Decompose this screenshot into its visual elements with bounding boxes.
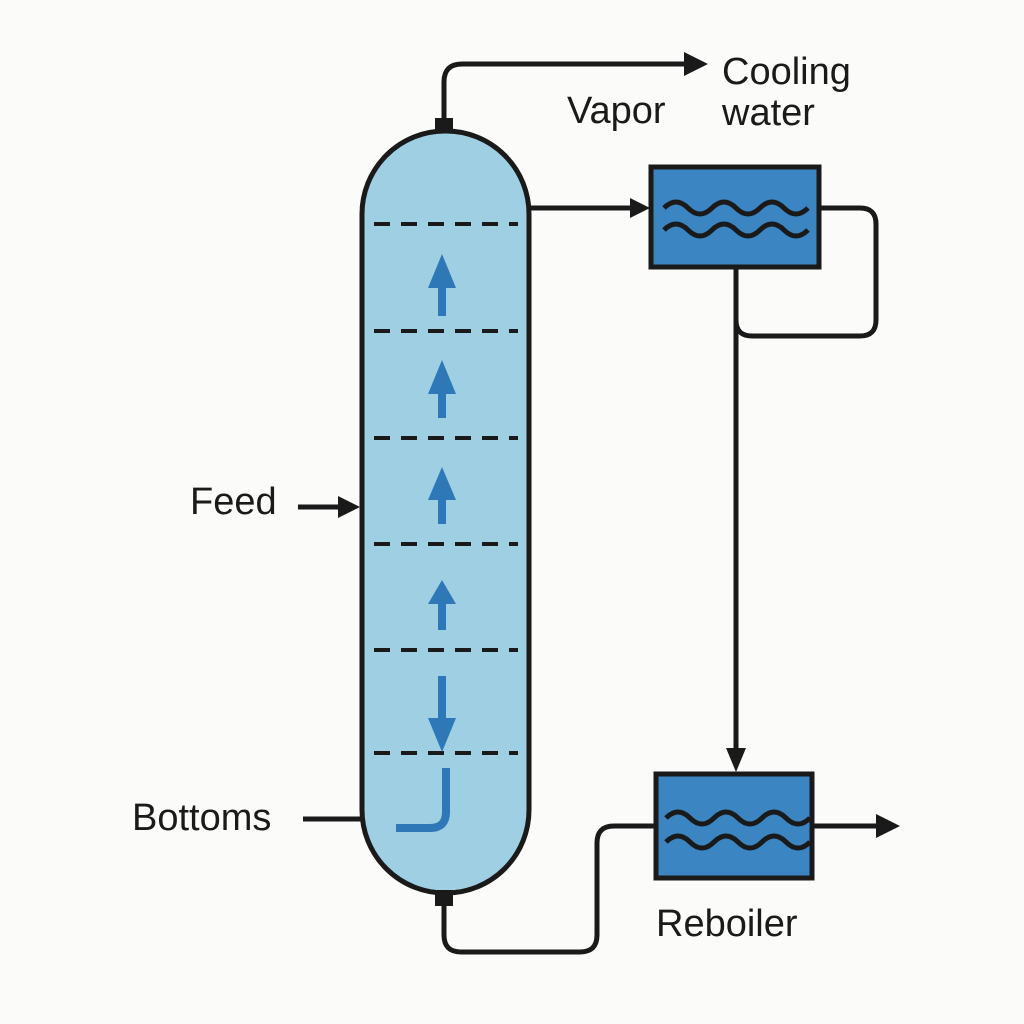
vapor-outlet-line — [441, 61, 686, 122]
vapor-outlet-arrowhead — [684, 52, 708, 76]
vapor-label: Vapor — [567, 90, 666, 132]
wave-icon — [662, 199, 810, 239]
reboiler-label: Reboiler — [656, 903, 798, 945]
reboiler-outlet-arrowhead — [876, 814, 900, 838]
arrow-up-icon — [428, 580, 456, 630]
reboiler — [653, 771, 815, 881]
arrow-up-icon — [428, 360, 456, 418]
bottom-draw-pipe — [396, 768, 450, 832]
condensate-arrowhead — [726, 748, 746, 772]
arrow-down-icon — [428, 676, 456, 752]
cooling-water-loop — [733, 205, 879, 339]
condenser — [648, 164, 822, 270]
trays — [374, 222, 518, 755]
arrow-up-icon — [428, 467, 456, 524]
feed-label: Feed — [190, 481, 277, 523]
arrow-up-icon — [428, 254, 456, 316]
wave-icon — [664, 809, 812, 851]
condenser-inlet-arrowhead — [630, 198, 650, 218]
cooling-water-label: Cooling water — [722, 51, 851, 135]
reboiler-feed-line — [441, 823, 656, 955]
bottom-nozzle — [435, 890, 453, 906]
bottoms-label: Bottoms — [132, 797, 272, 839]
feed-arrowhead — [338, 496, 360, 518]
